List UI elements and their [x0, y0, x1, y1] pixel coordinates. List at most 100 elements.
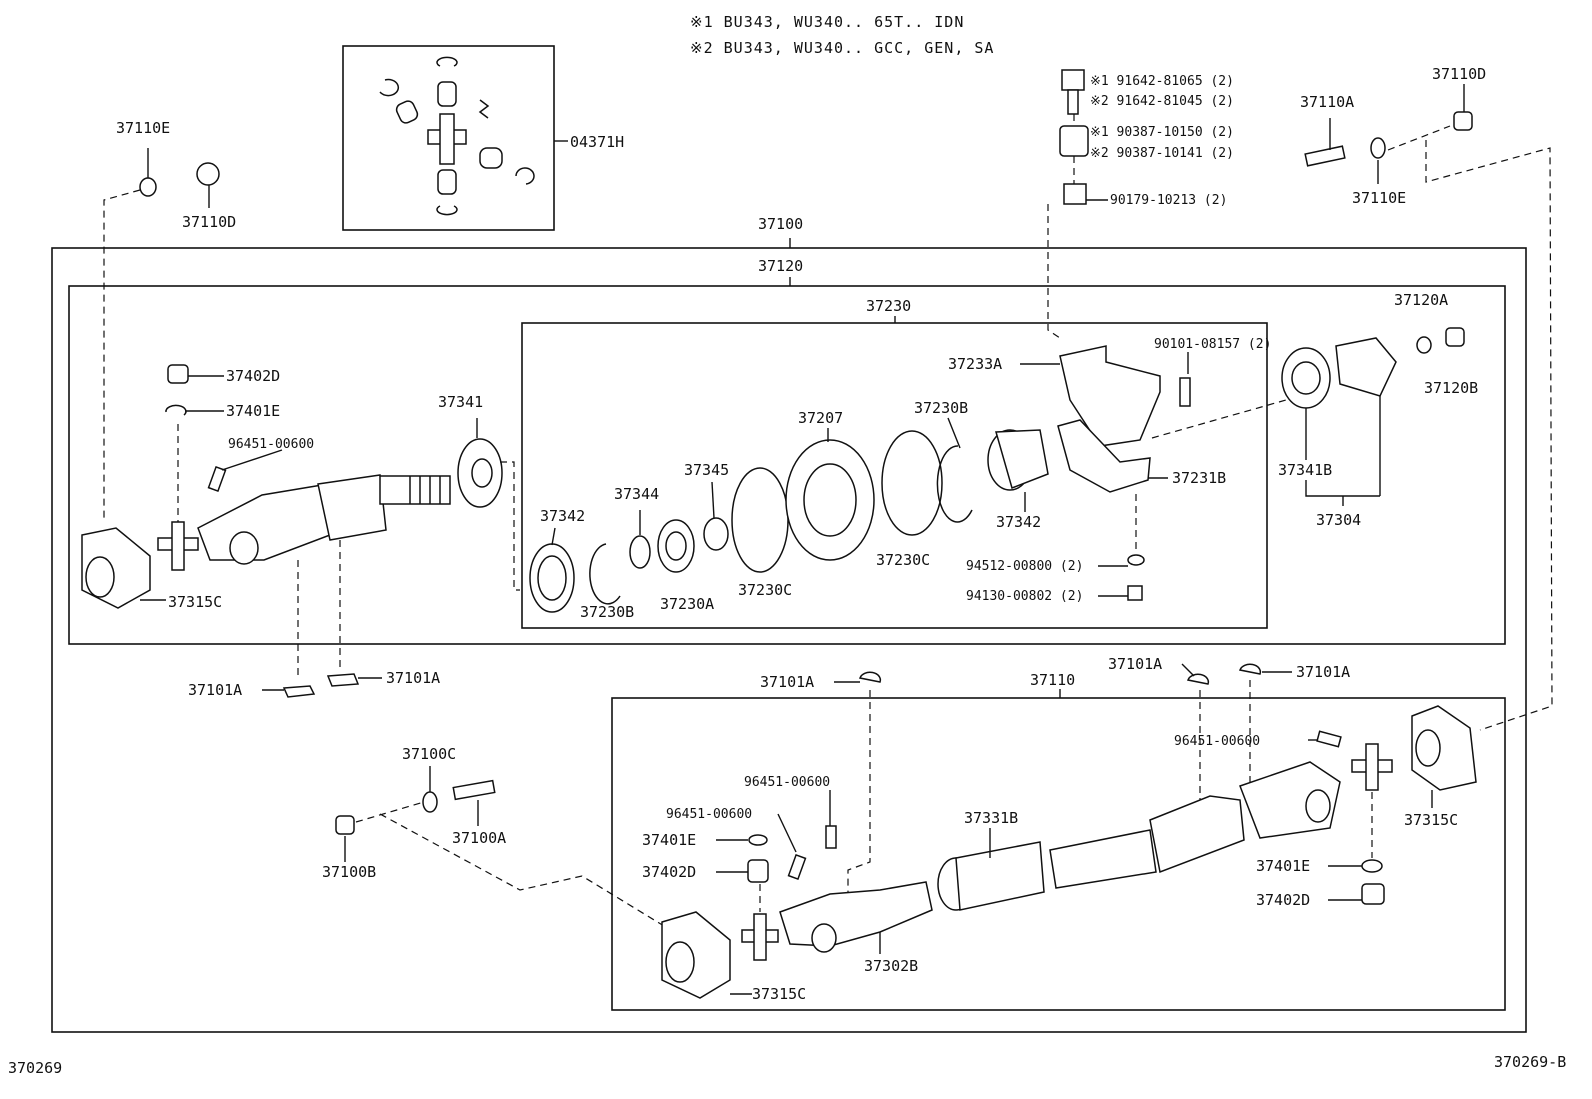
label-37331B[interactable]: 37331B — [964, 809, 1019, 827]
label-37110E[interactable]: 37110E — [1352, 189, 1407, 207]
balance-weight-icon — [1239, 663, 1262, 675]
label-37402D[interactable]: 37402D — [226, 367, 281, 385]
label-37230C[interactable]: 37230C — [738, 581, 793, 599]
label-94512-00800[interactable]: 94512-00800 (2) — [966, 559, 1084, 574]
label-37342[interactable]: 37342 — [540, 507, 586, 525]
label-37110[interactable]: 37110 — [1030, 671, 1076, 689]
rear-flange-yoke-icon — [1411, 705, 1477, 791]
bearing-cup-icon — [747, 859, 769, 883]
label-37110D[interactable]: 37110D — [1432, 65, 1487, 83]
frame-37100 — [51, 247, 1527, 1033]
label-37100B[interactable]: 37100B — [322, 863, 377, 881]
center-bearing-parts-icon — [529, 429, 1049, 613]
label-90387-10150[interactable]: ※1 90387-10150 (2) — [1090, 125, 1234, 140]
label-37233A[interactable]: 37233A — [948, 355, 1003, 373]
bolt-icon — [1061, 69, 1085, 91]
washer-icon — [1127, 554, 1145, 566]
label-37100A[interactable]: 37100A — [452, 829, 507, 847]
label-37230B[interactable]: 37230B — [914, 399, 969, 417]
nut-icon — [1445, 327, 1465, 347]
label-37110E[interactable]: 37110E — [116, 119, 171, 137]
label-37402D[interactable]: 37402D — [642, 863, 697, 881]
nut-icon — [1127, 585, 1143, 601]
insulator-icon — [1059, 125, 1089, 157]
label-04371H[interactable]: 04371H — [570, 133, 625, 151]
label-37315C[interactable]: 37315C — [168, 593, 223, 611]
center-support-bracket-icon — [1057, 345, 1191, 493]
figure-code-right: 370269-B — [1494, 1053, 1567, 1071]
label-37110A[interactable]: 37110A — [1300, 93, 1355, 111]
label-37342[interactable]: 37342 — [996, 513, 1042, 531]
rear-flange-yoke-icon — [661, 911, 731, 999]
label-37345[interactable]: 37345 — [684, 461, 730, 479]
note-1: ※1 BU343, WU340.. 65T.. IDN — [690, 13, 965, 31]
label-37401E[interactable]: 37401E — [642, 831, 697, 849]
dust-deflector-icon — [457, 438, 503, 508]
balance-weight-icon — [859, 671, 882, 683]
label-37101A[interactable]: 37101A — [1296, 663, 1351, 681]
label-37344[interactable]: 37344 — [614, 485, 660, 503]
label-37101A[interactable]: 37101A — [386, 669, 441, 687]
label-37100C[interactable]: 37100C — [402, 745, 457, 763]
rear-shaft-body-icon — [779, 761, 1341, 953]
balance-weight-icon — [326, 673, 360, 687]
label-96451-00600[interactable]: 96451-00600 — [666, 807, 753, 822]
label-37101A[interactable]: 37101A — [1108, 655, 1163, 673]
bearing-cup-icon — [167, 364, 189, 384]
label-37110D[interactable]: 37110D — [182, 213, 237, 231]
label-37401E[interactable]: 37401E — [226, 402, 281, 420]
label-91642-81065[interactable]: ※1 91642-81065 (2) — [1090, 74, 1234, 89]
frame-37110 — [611, 697, 1506, 1011]
grease-fitting-icon — [825, 825, 837, 849]
label-37230[interactable]: 37230 — [866, 297, 912, 315]
label-96451-00600[interactable]: 96451-00600 — [1174, 734, 1261, 749]
nut-icon — [196, 162, 220, 186]
label-37402D[interactable]: 37402D — [1256, 891, 1311, 909]
label-37100[interactable]: 37100 — [758, 215, 804, 233]
bearing-cup-icon — [1361, 883, 1385, 905]
balance-weight-icon — [282, 685, 316, 698]
label-37207[interactable]: 37207 — [798, 409, 844, 427]
label-37315C[interactable]: 37315C — [1404, 811, 1459, 829]
front-spider-icon — [157, 521, 199, 571]
figure-code-left: 370269 — [8, 1059, 63, 1077]
companion-flange-icon — [1335, 337, 1397, 397]
label-94130-00802[interactable]: 94130-00802 (2) — [966, 589, 1084, 604]
label-37101A[interactable]: 37101A — [760, 673, 815, 691]
label-37341B[interactable]: 37341B — [1278, 461, 1333, 479]
nut-icon — [1453, 111, 1473, 131]
label-37120B[interactable]: 37120B — [1424, 379, 1479, 397]
label-37230C[interactable]: 37230C — [876, 551, 931, 569]
nut-icon — [1063, 183, 1087, 205]
snap-ring-icon — [165, 404, 187, 416]
label-37302B[interactable]: 37302B — [864, 957, 919, 975]
frame-37120 — [68, 285, 1506, 645]
grease-fitting-icon — [787, 853, 807, 881]
front-flange-yoke-icon — [81, 527, 151, 609]
label-91642-81045[interactable]: ※2 91642-81045 (2) — [1090, 94, 1234, 109]
universal-joint-kit-icon — [379, 56, 535, 216]
label-37304[interactable]: 37304 — [1316, 511, 1362, 529]
rear-spider-icon — [1351, 743, 1393, 791]
label-37231B[interactable]: 37231B — [1172, 469, 1227, 487]
note-2: ※2 BU343, WU340.. GCC, GEN, SA — [690, 39, 995, 57]
label-37341[interactable]: 37341 — [438, 393, 484, 411]
label-37101A[interactable]: 37101A — [188, 681, 243, 699]
label-96451-00600[interactable]: 96451-00600 — [228, 437, 315, 452]
label-37120[interactable]: 37120 — [758, 257, 804, 275]
label-90101-08157[interactable]: 90101-08157 (2) — [1154, 337, 1272, 352]
label-96451-00600[interactable]: 96451-00600 — [744, 775, 831, 790]
label-90179-10213[interactable]: 90179-10213 (2) — [1110, 193, 1228, 208]
nut-icon — [335, 815, 355, 835]
label-90387-10141[interactable]: ※2 90387-10141 (2) — [1090, 146, 1234, 161]
front-shaft-body-icon — [197, 474, 451, 565]
label-37315C[interactable]: 37315C — [752, 985, 807, 1003]
label-37120A[interactable]: 37120A — [1394, 291, 1449, 309]
label-37401E[interactable]: 37401E — [1256, 857, 1311, 875]
washer-icon — [1370, 137, 1386, 159]
washer-icon — [139, 177, 157, 197]
label-37230A[interactable]: 37230A — [660, 595, 715, 613]
label-37230B[interactable]: 37230B — [580, 603, 635, 621]
